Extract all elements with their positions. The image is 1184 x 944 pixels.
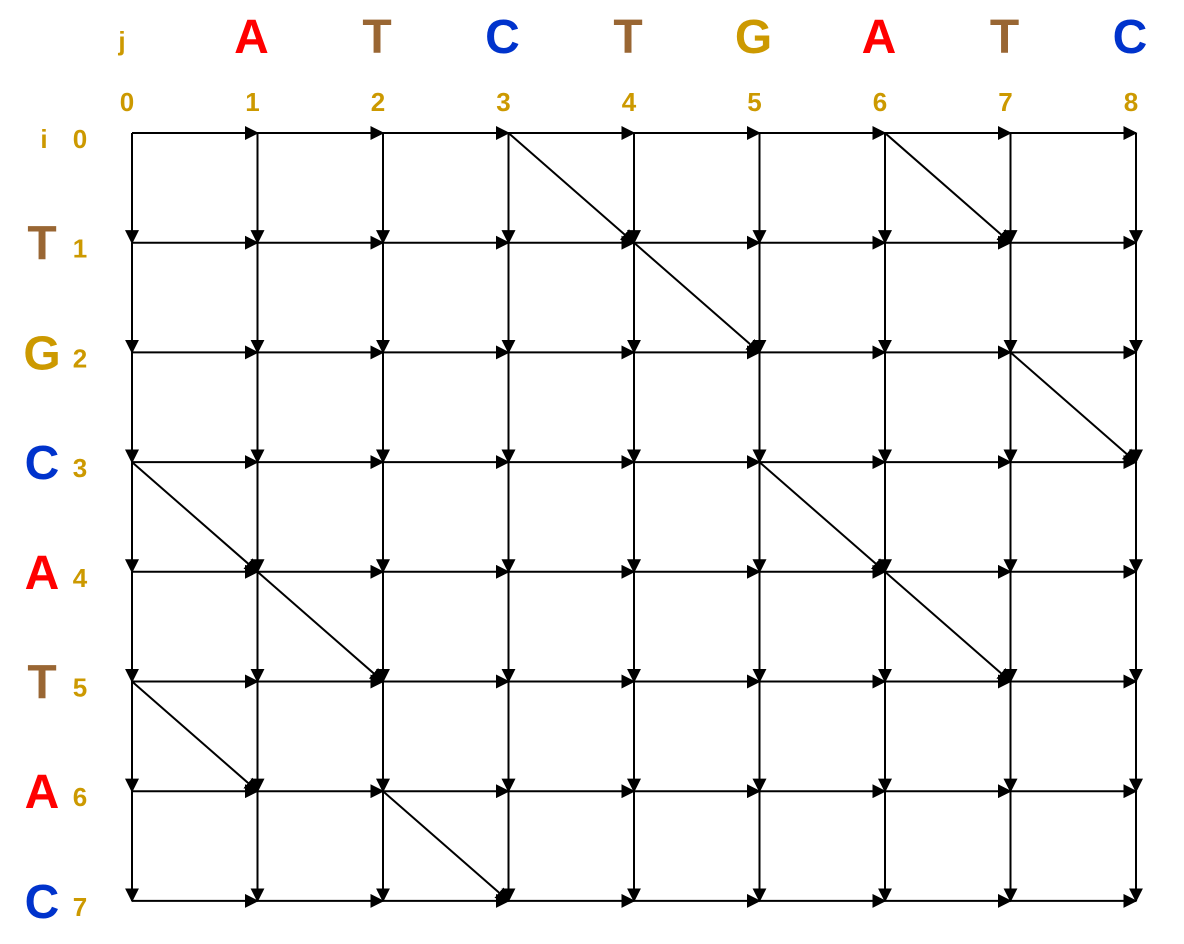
diagonal-edge [131,461,259,573]
top-sequence-letter: T [990,11,1019,64]
column-index: 0 [120,87,134,117]
diagonal-edge [1009,351,1138,464]
left-sequence-letter: C [25,876,60,929]
diagonal-edge [758,461,887,573]
row-index: 5 [73,673,87,703]
row-index: 4 [73,563,88,593]
column-index: 3 [496,87,510,117]
top-sequence-letter: A [234,11,269,64]
row-indices: 0 1 2 3 4 5 6 7 [73,124,88,922]
top-sequence-letter: G [735,11,772,64]
row-index: 1 [73,234,87,264]
column-index: 7 [998,87,1012,117]
left-sequence-letter: A [25,547,60,600]
diagonal-edge [884,132,1012,244]
left-sequence-letter: T [27,657,56,710]
top-sequence-letter: T [362,11,391,64]
row-axis-label: i [40,124,47,154]
top-sequence-letter: A [862,11,897,64]
column-index: 5 [747,87,761,117]
column-index: 1 [245,87,259,117]
row-index: 7 [73,892,87,922]
row-index: 0 [73,124,87,154]
column-axis-label: j [117,26,125,56]
diagonal-edge [131,680,259,793]
diagonal-edge [382,790,510,902]
left-sequence-letter: C [25,437,60,490]
column-indices: 0 1 2 3 4 5 6 7 8 [120,87,1138,117]
row-index: 2 [73,343,87,373]
row-index: 3 [73,453,87,483]
column-index: 4 [622,87,637,117]
diagonal-edge [884,571,1012,683]
row-index: 6 [73,782,87,812]
left-sequence-letter: G [23,327,60,380]
left-sequence-letter: A [25,766,60,819]
column-index: 6 [873,87,887,117]
top-sequence-letter: C [1113,11,1148,64]
column-index: 2 [371,87,385,117]
diagonal-edge [507,132,636,244]
diagonal-edge [256,571,385,683]
top-sequence-letter: T [613,11,642,64]
left-sequence-letter: T [27,218,56,271]
top-sequence-letter: C [485,11,520,64]
edge-layer [125,126,1143,908]
column-index: 8 [1124,87,1138,117]
diagonal-edge [633,241,761,354]
left-sequence: T G C A T A C [23,218,60,929]
